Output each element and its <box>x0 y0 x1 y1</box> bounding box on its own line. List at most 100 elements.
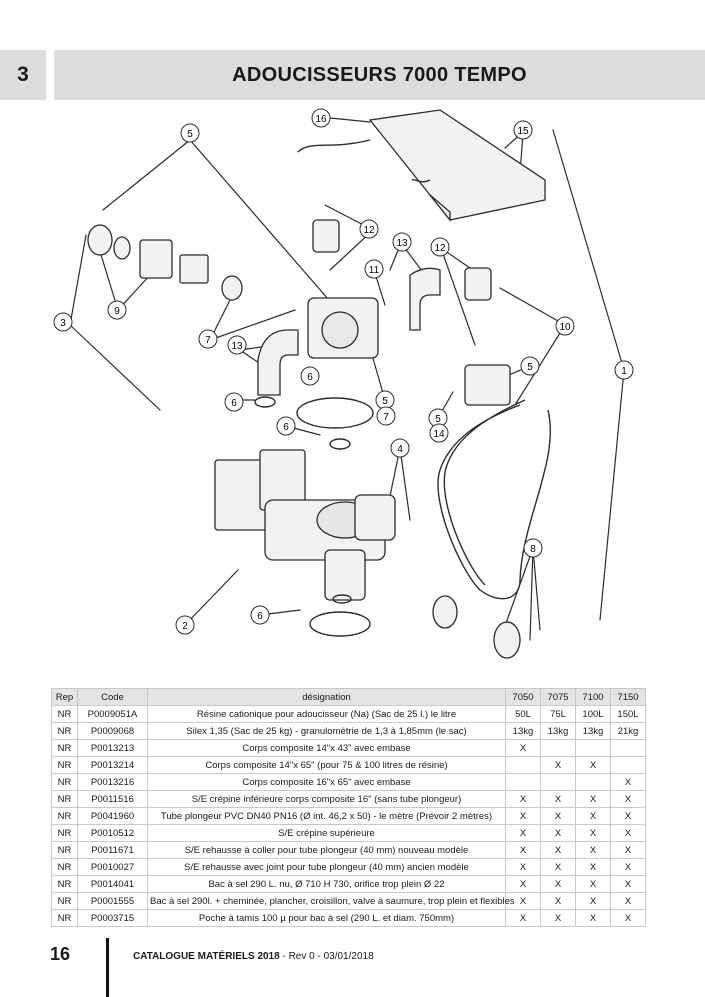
svg-text:13: 13 <box>231 341 243 352</box>
table-cell: X <box>575 858 611 876</box>
table-cell <box>610 739 646 757</box>
callout-6a: 6 <box>300 366 320 386</box>
table-cell: 21kg <box>610 722 646 740</box>
table-cell: X <box>505 875 541 893</box>
table-cell: P0010512 <box>77 824 148 842</box>
table-cell: X <box>540 807 576 825</box>
table-cell <box>540 739 576 757</box>
table-cell: X <box>540 858 576 876</box>
callout-7a: 7 <box>198 329 218 349</box>
table-cell: P0003715 <box>77 909 148 927</box>
table-cell: S/E crépine inférieure corps composite 1… <box>147 790 506 808</box>
table-cell: X <box>610 807 646 825</box>
table-cell: P0013214 <box>77 756 148 774</box>
svg-text:11: 11 <box>369 265 380 276</box>
callout-7b: 7 <box>376 406 396 426</box>
table-cell: Résine cationique pour adoucisseur (Na) … <box>147 705 506 723</box>
svg-text:14: 14 <box>433 429 445 440</box>
callout-10: 10 <box>555 316 575 336</box>
page-title: ADOUCISSEURS 7000 TEMPO <box>54 50 705 100</box>
col-code: Code <box>77 688 148 706</box>
table-cell: NR <box>51 892 78 910</box>
svg-text:9: 9 <box>114 306 120 317</box>
table-cell: P0009051A <box>77 705 148 723</box>
callout-14: 14 <box>429 423 449 443</box>
svg-text:7: 7 <box>383 412 389 423</box>
callout-5c: 5 <box>375 390 395 410</box>
page-number: 16 <box>50 944 71 964</box>
table-cell: X <box>505 858 541 876</box>
table-cell: P0011516 <box>77 790 148 808</box>
table-cell: NR <box>51 875 78 893</box>
table-cell <box>505 773 541 791</box>
svg-text:6: 6 <box>307 372 313 383</box>
table-cell: X <box>575 807 611 825</box>
table-cell: 50L <box>505 705 541 723</box>
table-cell: X <box>575 756 611 774</box>
table-cell: X <box>540 824 576 842</box>
callout-8: 8 <box>523 538 543 558</box>
table-cell: X <box>610 790 646 808</box>
table-cell: X <box>575 824 611 842</box>
table-cell: X <box>540 756 576 774</box>
table-cell: X <box>505 807 541 825</box>
table-cell: Silex 1,35 (Sac de 25 kg) - granulométri… <box>147 722 506 740</box>
table-cell: P0009068 <box>77 722 148 740</box>
table-cell: X <box>575 790 611 808</box>
table-cell: X <box>575 892 611 910</box>
callout-13a: 13 <box>392 232 412 252</box>
callout-5a: 5 <box>180 123 200 143</box>
table-cell: NR <box>51 756 78 774</box>
table-cell <box>610 756 646 774</box>
callout-4: 4 <box>390 438 410 458</box>
svg-text:1: 1 <box>621 366 627 377</box>
table-cell: NR <box>51 773 78 791</box>
callout-16: 16 <box>311 108 331 128</box>
svg-text:12: 12 <box>434 243 446 254</box>
table-cell: 13kg <box>505 722 541 740</box>
table-cell: X <box>540 909 576 927</box>
table-cell: NR <box>51 705 78 723</box>
svg-text:4: 4 <box>397 444 403 455</box>
table-cell: X <box>575 909 611 927</box>
table-cell: 13kg <box>575 722 611 740</box>
table-cell: X <box>505 909 541 927</box>
table-cell: X <box>505 739 541 757</box>
svg-text:13: 13 <box>396 238 408 249</box>
col-designation: désignation <box>147 688 506 706</box>
callout-12b: 12 <box>430 237 450 257</box>
svg-text:15: 15 <box>517 126 529 137</box>
callout-6b: 6 <box>224 392 244 412</box>
svg-text:5: 5 <box>527 362 533 373</box>
callout-5b: 5 <box>520 356 540 376</box>
table-cell <box>540 773 576 791</box>
svg-text:6: 6 <box>283 422 289 433</box>
callout-13b: 13 <box>227 335 247 355</box>
table-cell: X <box>505 824 541 842</box>
table-cell: X <box>540 841 576 859</box>
table-cell: Tube plongeur PVC DN40 PN16 (Ø int. 46,2… <box>147 807 506 825</box>
table-cell: Poche à tamis 100 µ pour bac à sel (290 … <box>147 909 506 927</box>
exploded-diagram: 1 2 3 4 5 5 5 5 6 6 6 6 7 7 8 9 10 11 12… <box>53 108 634 659</box>
parts-table-wrapper: Rep Code désignation 7050 7075 7100 7150… <box>51 688 646 927</box>
svg-text:5: 5 <box>382 396 388 407</box>
table-cell: X <box>610 841 646 859</box>
callout-2: 2 <box>175 615 195 635</box>
table-cell: X <box>505 841 541 859</box>
callout-6c: 6 <box>276 416 296 436</box>
table-cell: S/E rehausse avec joint pour tube plonge… <box>147 858 506 876</box>
table-cell: X <box>540 875 576 893</box>
table-cell: NR <box>51 824 78 842</box>
footer-divider <box>106 938 109 997</box>
col-7050: 7050 <box>505 688 541 706</box>
callout-15: 15 <box>513 120 533 140</box>
svg-text:7: 7 <box>205 335 211 346</box>
